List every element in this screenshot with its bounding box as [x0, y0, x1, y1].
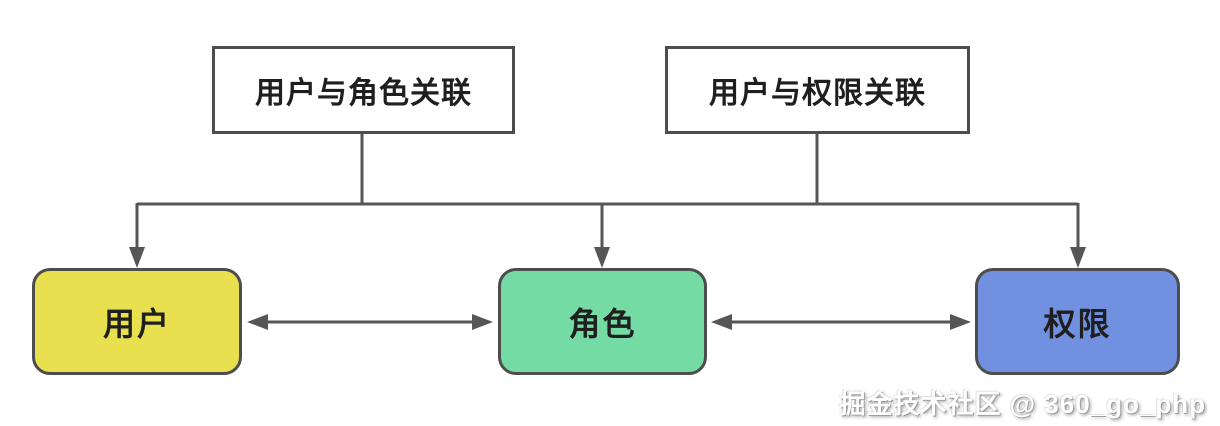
bidirectional-arrow-user-role-icon	[247, 314, 493, 330]
node-user-permission-association: 用户与权限关联	[665, 46, 970, 134]
down-arrow-to-permission-icon	[1070, 203, 1086, 268]
node-role-label: 角色	[568, 305, 637, 342]
watermark: 掘金技术社区 @ 360_go_php	[839, 389, 1206, 419]
node-user: 用户	[32, 268, 242, 375]
node-permission-label: 权限	[1043, 305, 1112, 342]
node-user-role-association-label: 用户与角色关联	[255, 77, 472, 110]
down-arrow-to-role-icon	[594, 203, 610, 268]
node-user-permission-association-label: 用户与权限关联	[709, 77, 926, 110]
node-user-label: 用户	[102, 305, 171, 342]
node-user-role-association: 用户与角色关联	[212, 46, 515, 134]
node-role: 角色	[498, 268, 707, 375]
node-permission: 权限	[975, 268, 1180, 375]
down-arrow-to-user-icon	[129, 203, 145, 268]
bidirectional-arrow-role-permission-icon	[711, 314, 971, 330]
